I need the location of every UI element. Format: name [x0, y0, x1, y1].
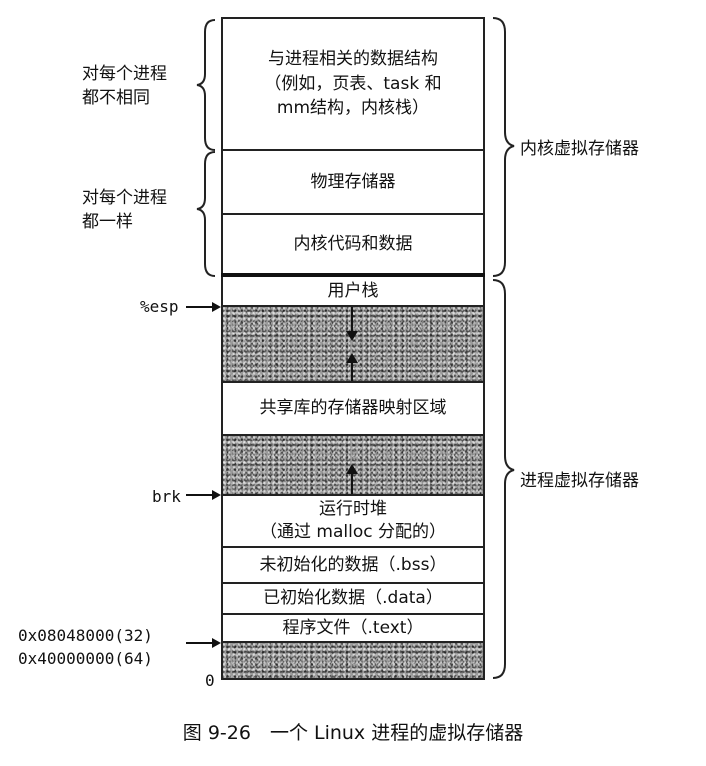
- frame-bottom: [221, 678, 485, 680]
- task-structs-line1: 与进程相关的数据结构: [267, 49, 438, 70]
- bss-label: 未初始化的数据（.bss）: [259, 554, 447, 575]
- divider-7: [221, 546, 485, 548]
- divider-2: [221, 213, 485, 215]
- divider-5: [221, 434, 485, 436]
- divider-8: [221, 582, 485, 584]
- region-heap: 运行时堆 （通过 malloc 分配的）: [221, 496, 485, 546]
- divider-9: [221, 613, 485, 615]
- region-text: 程序文件（.text）: [221, 615, 485, 641]
- address-64-label: 0x40000000(64): [18, 649, 153, 668]
- text-label: 程序文件（.text）: [282, 617, 424, 638]
- divider-10: [221, 641, 485, 643]
- process-vm-label: 进程虚拟存储器: [520, 471, 639, 491]
- region-data: 已初始化数据（.data）: [221, 584, 485, 613]
- shared-libs-label: 共享库的存储器映射区域: [259, 398, 447, 419]
- brk-pointer-label: brk: [152, 487, 181, 506]
- kernel-code-label: 内核代码和数据: [293, 233, 413, 254]
- group-shared-line2: 都一样: [82, 212, 133, 232]
- zero-address-label: 0: [205, 671, 215, 690]
- divider-1: [221, 149, 485, 151]
- region-kernel-code: 内核代码和数据: [221, 215, 485, 273]
- address-32-label: 0x08048000(32): [18, 626, 153, 645]
- group-unique-line2: 都不相同: [82, 88, 150, 108]
- task-structs-line3: mm结构，内核栈）: [276, 98, 430, 119]
- region-bss: 未初始化的数据（.bss）: [221, 548, 485, 582]
- brk-arrow: [186, 490, 221, 500]
- region-shared-libraries: 共享库的存储器映射区域: [221, 383, 485, 434]
- stack-growth-arrows: [346, 307, 358, 381]
- address-arrow: [186, 638, 221, 648]
- group-label-shared: 对每个进程 都一样: [82, 186, 167, 234]
- heap-line2: （通过 malloc 分配的）: [260, 522, 446, 542]
- region-task-structures: 与进程相关的数据结构 （例如，页表、task 和 mm结构，内核栈）: [221, 19, 485, 149]
- kernel-vm-label: 内核虚拟存储器: [520, 139, 639, 159]
- region-user-stack: 用户栈: [221, 278, 485, 305]
- unused-area-3: [223, 643, 483, 678]
- region-physical-memory: 物理存储器: [221, 151, 485, 213]
- divider-3: [221, 305, 485, 307]
- group-shared-line1: 对每个进程: [82, 188, 167, 208]
- divider-6: [221, 494, 485, 496]
- group-unique-line1: 对每个进程: [82, 64, 167, 84]
- physical-memory-label: 物理存储器: [310, 171, 396, 192]
- figure-caption: 图 9-26 一个 Linux 进程的虚拟存储器: [182, 722, 524, 744]
- divider-4: [221, 381, 485, 383]
- user-stack-label: 用户栈: [327, 281, 379, 302]
- left-braces: [196, 19, 216, 277]
- esp-arrow: [186, 302, 221, 312]
- heap-line1: 运行时堆: [318, 499, 387, 520]
- data-label: 已初始化数据（.data）: [263, 588, 443, 609]
- esp-pointer-label: %esp: [140, 297, 179, 316]
- frame-top: [221, 17, 485, 19]
- right-braces: [492, 17, 515, 679]
- heap-growth-arrow: [346, 464, 358, 494]
- memory-frame: [221, 17, 485, 680]
- group-label-unique: 对每个进程 都不相同: [82, 62, 167, 110]
- task-structs-line2: （例如，页表、task 和: [264, 73, 442, 94]
- kernel-user-boundary: [221, 273, 485, 277]
